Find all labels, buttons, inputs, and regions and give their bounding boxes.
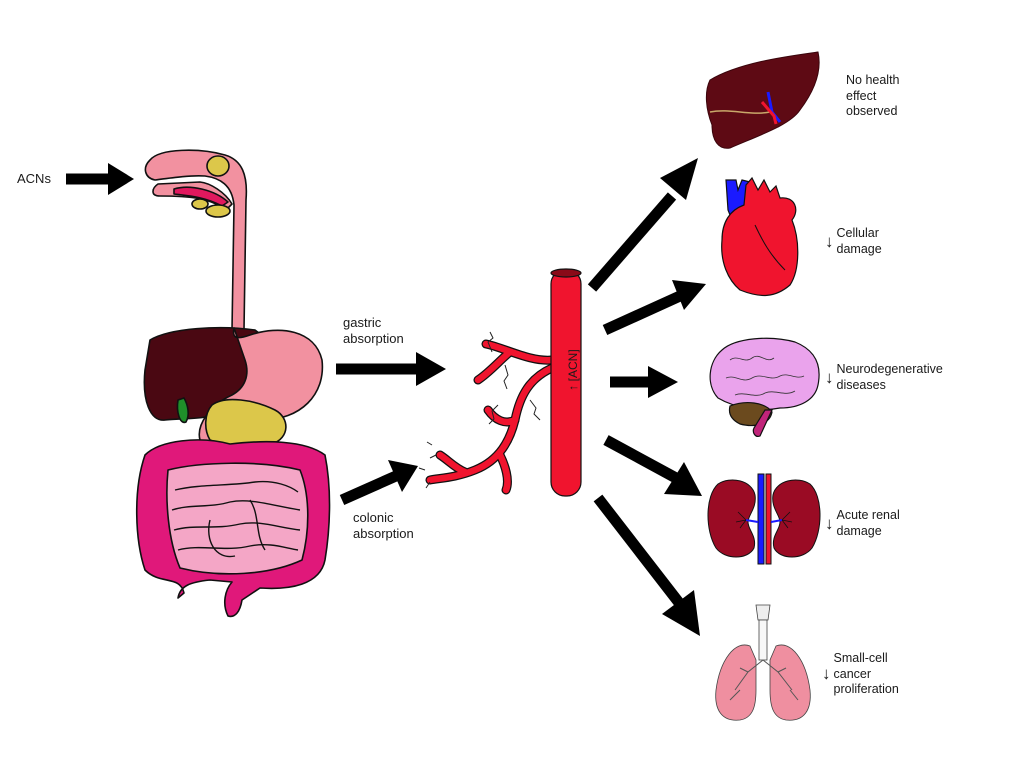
digestive-system-illustration: [135, 149, 331, 618]
arrow-to-lungs: [593, 494, 700, 636]
small-intestine-icon: [166, 462, 309, 575]
lungs-effect: ↓ Small-cell cancer proliferation: [822, 651, 899, 696]
up-arrow-icon: ↑: [566, 384, 580, 391]
acns-label: ACNs: [17, 171, 51, 186]
gastric-absorption-label: gastric absorption: [343, 315, 404, 346]
brain-effect: ↓ Neurodegenerative diseases: [825, 362, 943, 392]
kidneys-icon: [707, 473, 821, 565]
heart-effect: ↓ Cellular damage: [825, 226, 882, 256]
down-arrow-icon: ↓: [825, 367, 834, 387]
gastric-absorption-arrow: [336, 352, 446, 386]
down-arrow-icon: ↓: [825, 231, 834, 251]
input-arrow: [66, 163, 134, 195]
brain-icon: [709, 337, 820, 437]
liver-icon: [705, 51, 820, 149]
colonic-absorption-label: colonic absorption: [353, 510, 414, 541]
lungs-icon: [715, 604, 811, 721]
down-arrow-icon: ↓: [825, 513, 834, 533]
liver-effect: No health effect observed: [846, 73, 900, 118]
acn-concentration-label: ↑ [ACN]: [566, 349, 580, 391]
colonic-absorption-arrow: [339, 460, 418, 506]
mouth-icon: [144, 149, 248, 331]
bloodstream-artery-illustration: [418, 268, 582, 497]
kidneys-effect: ↓ Acute renal damage: [825, 508, 900, 538]
arrow-to-kidneys: [603, 435, 702, 496]
arrow-to-liver: [587, 158, 698, 292]
arrow-to-brain: [610, 366, 678, 398]
arrow-to-heart: [602, 280, 706, 336]
down-arrow-icon: ↓: [822, 664, 831, 684]
heart-icon: [721, 176, 799, 296]
